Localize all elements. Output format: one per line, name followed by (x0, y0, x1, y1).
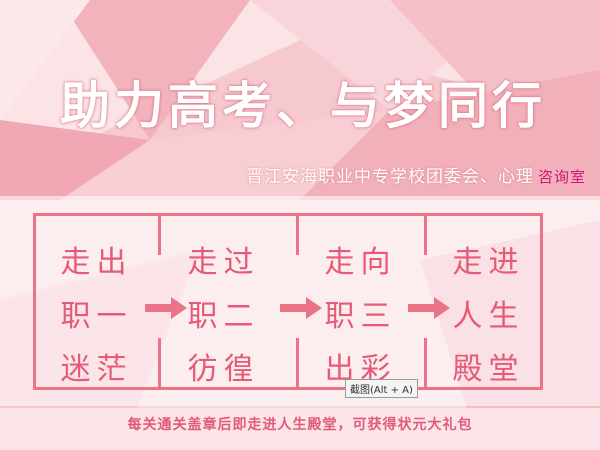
subtitle-organizer: 晋江安海职业中专学校团委会、心理 (245, 167, 534, 187)
stage-line: 走出 (60, 245, 133, 280)
stage-line: 职二 (187, 299, 260, 334)
arrow-right-icon (280, 297, 322, 319)
column-divider (158, 338, 161, 390)
footer-bar: 每关通关盖章后即走进人生殿堂，可获得状元大礼包 (0, 408, 600, 450)
arrow-right-icon (145, 297, 187, 319)
poster-title: 助力高考、与梦同行 (60, 77, 546, 135)
stage-line: 职三 (324, 299, 397, 334)
stage-line: 人生 (452, 299, 525, 334)
stage-line: 殿堂 (452, 352, 525, 387)
content-band (0, 196, 600, 406)
stage-line: 职一 (60, 299, 133, 334)
stage-column: 走过 职二 彷徨 (160, 213, 287, 390)
column-divider (296, 213, 299, 255)
column-divider (158, 213, 161, 255)
column-divider (424, 338, 427, 390)
stage-line: 走过 (187, 245, 260, 280)
stage-line: 彷徨 (187, 352, 260, 387)
stage-column: 走向 职三 出彩 (297, 213, 424, 390)
stage-column: 走进 人生 殿堂 (425, 213, 552, 390)
stage-line: 走向 (324, 245, 397, 280)
stage-line: 走进 (452, 245, 525, 280)
subtitle-tag: 咨询室 (537, 168, 586, 186)
arrow-right-icon (408, 297, 450, 319)
stages-frame (33, 213, 543, 390)
stage-column: 走出 职一 迷茫 (33, 213, 160, 390)
screenshot-tooltip: 截图(Alt + A) (345, 379, 418, 398)
poster-subtitle: 晋江安海职业中专学校团委会、心理咨询室 (246, 162, 586, 187)
column-divider (424, 213, 427, 255)
footer-text: 每关通关盖章后即走进人生殿堂，可获得状元大礼包 (127, 417, 473, 433)
column-divider (296, 338, 299, 390)
stage-line: 迷茫 (60, 352, 133, 387)
